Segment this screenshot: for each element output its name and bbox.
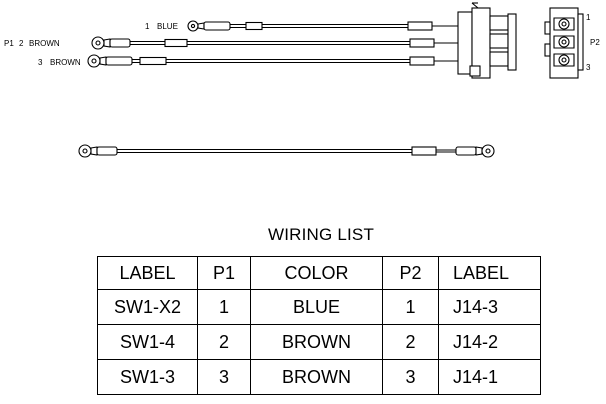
p2-pin-3: 3: [586, 63, 591, 72]
cell-p2: 1: [382, 289, 439, 325]
cell-p2: 3: [382, 359, 439, 395]
header-p1: P1: [197, 256, 251, 290]
table-header-row: LABEL P1 COLOR P2 LABEL: [97, 256, 541, 290]
header-color: COLOR: [250, 256, 383, 290]
cell-p2: 2: [382, 324, 439, 360]
wire-2-number: 2: [19, 39, 24, 48]
header-label-p2: LABEL: [438, 256, 541, 290]
table-row: SW1-4 2 BROWN 2 J14-2: [97, 324, 541, 360]
cell-label-p1: SW1-3: [97, 359, 198, 395]
p2-connector-side-view: [457, 2, 517, 79]
p2-pin-1: 1: [586, 13, 591, 22]
table-row: SW1-3 3 BROWN 3 J14-1: [97, 359, 541, 395]
cell-color: BROWN: [250, 324, 383, 360]
wire-2-color: BROWN: [29, 39, 60, 48]
cell-p1: 2: [197, 324, 251, 360]
cell-p1: 1: [197, 289, 251, 325]
cell-label-p2: J14-3: [438, 289, 541, 325]
header-label-p1: LABEL: [97, 256, 198, 290]
cell-color: BROWN: [250, 359, 383, 395]
wiring-list-title: WIRING LIST: [267, 225, 375, 244]
wire-3: [87, 54, 458, 68]
header-p2: P2: [382, 256, 439, 290]
wire-2: [91, 36, 458, 50]
cell-color: BLUE: [250, 289, 383, 325]
wire-1-number: 1: [145, 22, 150, 31]
wire-3-color: BROWN: [50, 58, 81, 67]
cell-label-p1: SW1-4: [97, 324, 198, 360]
cell-p1: 3: [197, 359, 251, 395]
p2-connector-front-view: [544, 7, 584, 79]
wiring-list-table: LABEL P1 COLOR P2 LABEL SW1-X2 1 BLUE 1 …: [97, 256, 541, 395]
cell-label-p2: J14-1: [438, 359, 541, 395]
wire-1-color: BLUE: [157, 22, 178, 31]
wire-3-number: 3: [38, 58, 43, 67]
ground-jumper-wire: [78, 144, 495, 158]
p1-label: P1: [4, 39, 14, 48]
wire-1: [187, 20, 458, 32]
p2-label: P2: [590, 38, 600, 47]
table-row: SW1-X2 1 BLUE 1 J14-3: [97, 289, 541, 325]
harness-drawing: 1 BLUE P1 2 BROWN 3 BROWN 1 P2 3: [4, 2, 600, 158]
cell-label-p2: J14-2: [438, 324, 541, 360]
cell-label-p1: SW1-X2: [97, 289, 198, 325]
